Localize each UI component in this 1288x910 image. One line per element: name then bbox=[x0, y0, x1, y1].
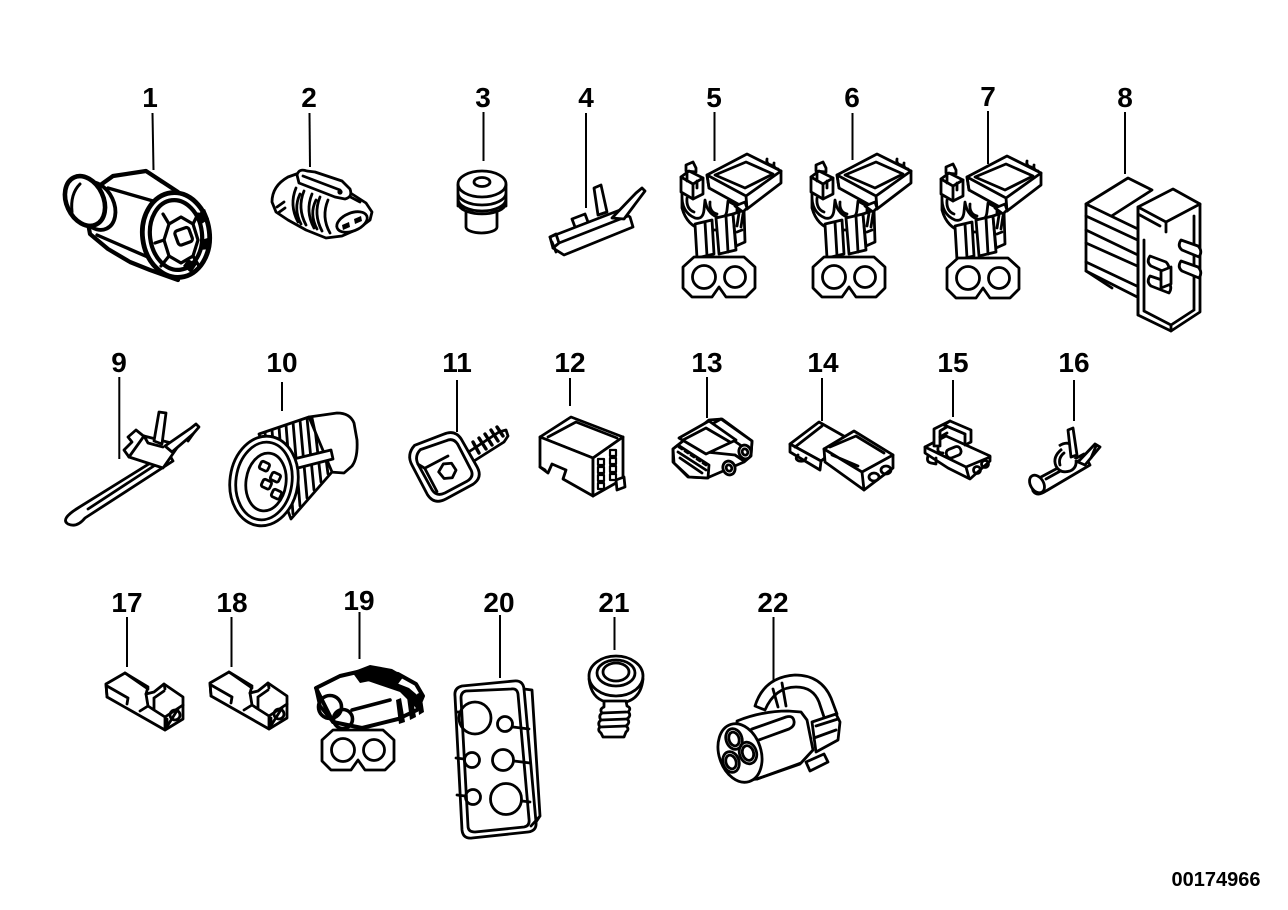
svg-text:15: 15 bbox=[937, 347, 968, 378]
svg-text:00174966: 00174966 bbox=[1172, 869, 1261, 891]
svg-text:4: 4 bbox=[578, 82, 594, 113]
svg-text:20: 20 bbox=[483, 587, 514, 618]
svg-text:8: 8 bbox=[1117, 82, 1133, 113]
svg-text:21: 21 bbox=[598, 587, 629, 618]
svg-text:2: 2 bbox=[301, 82, 317, 113]
svg-text:1: 1 bbox=[142, 82, 158, 113]
svg-text:11: 11 bbox=[442, 347, 472, 378]
svg-text:3: 3 bbox=[475, 82, 491, 113]
svg-text:16: 16 bbox=[1058, 347, 1089, 378]
svg-text:13: 13 bbox=[691, 347, 722, 378]
svg-text:22: 22 bbox=[757, 587, 788, 618]
svg-text:10: 10 bbox=[266, 347, 297, 378]
svg-text:6: 6 bbox=[844, 82, 860, 113]
svg-text:18: 18 bbox=[216, 587, 247, 618]
svg-text:14: 14 bbox=[807, 347, 839, 378]
svg-text:7: 7 bbox=[980, 81, 996, 112]
svg-text:19: 19 bbox=[343, 585, 374, 616]
svg-text:9: 9 bbox=[111, 347, 127, 378]
svg-text:5: 5 bbox=[706, 82, 722, 113]
svg-text:12: 12 bbox=[554, 347, 585, 378]
svg-text:17: 17 bbox=[111, 587, 142, 618]
